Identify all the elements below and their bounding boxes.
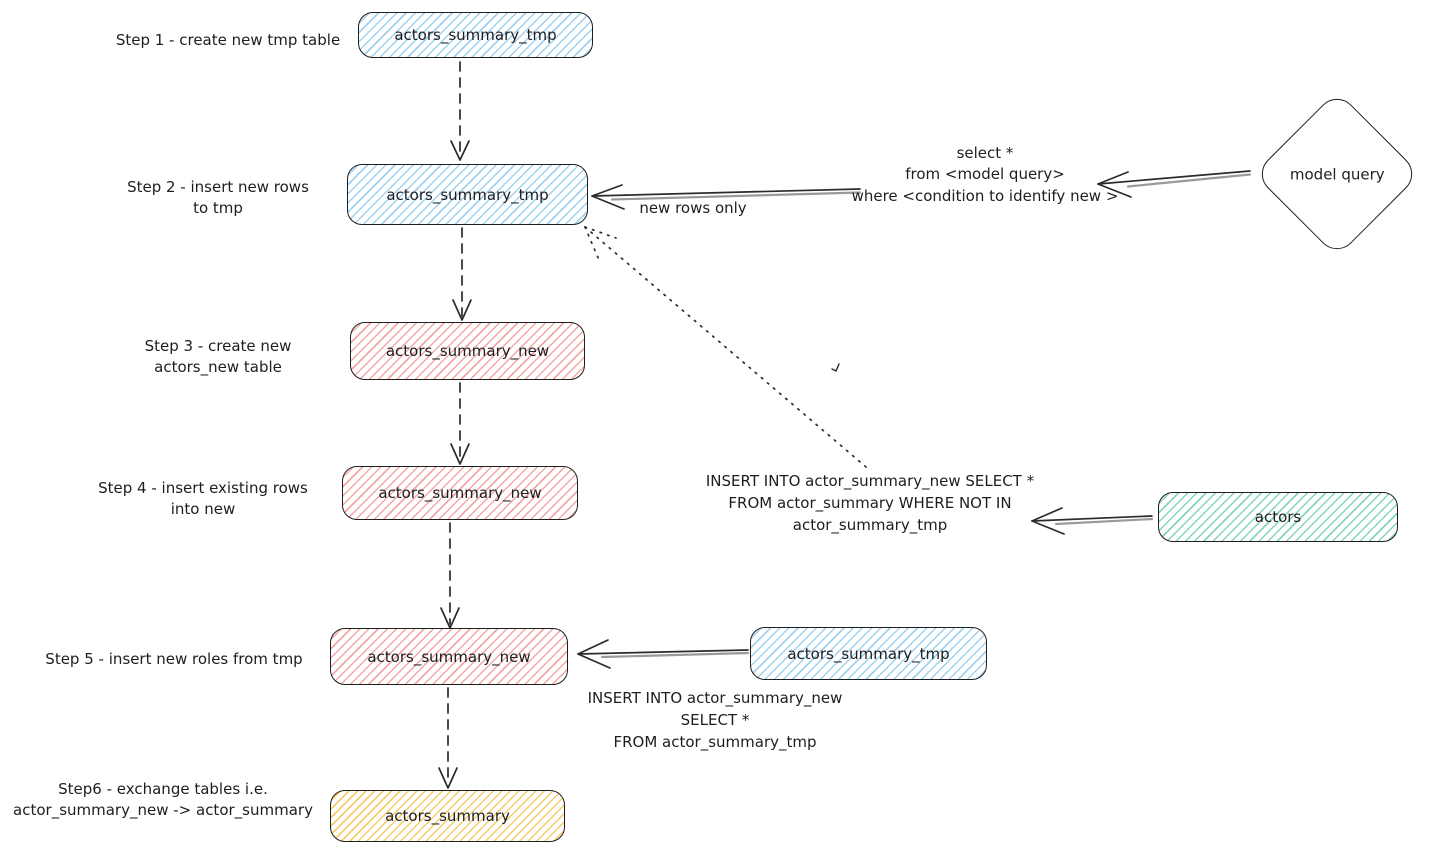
node-label: actors_summary [385, 807, 510, 825]
node-label: actors_summary_new [385, 342, 550, 360]
node-label: model query [1289, 165, 1385, 183]
step-5-label: Step 5 - insert new roles from tmp [45, 650, 303, 668]
arrow-tmp-to-step5 [577, 639, 750, 669]
node-step1-actors-summary-tmp: actors_summary_tmp [358, 12, 593, 58]
step-4-label: Step 4 - insert existing rows into new [98, 479, 308, 518]
node-step3-actors-summary-new: actors_summary_new [350, 322, 585, 380]
node-actors: actors [1158, 492, 1398, 542]
flow-arrow-step1-step2 [450, 61, 470, 161]
new-rows-only-annotation: new rows only [639, 199, 747, 217]
node-label: actors_summary_new [367, 647, 531, 666]
node-label: actors_summary_tmp [386, 185, 549, 204]
insert-existing-annotation: INSERT INTO actor_summary_new SELECT * F… [705, 472, 1035, 534]
node-step5-actors-summary-new: actors_summary_new [330, 628, 568, 685]
flow-arrow-step3-step4 [450, 382, 470, 465]
flow-arrow-step4-step5 [440, 522, 460, 629]
node-step4-actors-summary-new: actors_summary_new [342, 466, 578, 520]
node-model-query-diamond: model query [1253, 90, 1421, 258]
flow-arrow-step2-step3 [452, 227, 472, 321]
node-label: actors_summary_tmp [394, 26, 557, 44]
node-label: actors_summary_new [378, 484, 542, 502]
stray-mark [831, 363, 840, 372]
node-label: actors [1254, 508, 1302, 526]
select-query-annotation: select * from <model query> where <condi… [851, 144, 1119, 205]
node-step2-actors-summary-tmp: actors_summary_tmp [347, 164, 588, 225]
step-3-label: Step 3 - create new actors_new table [144, 337, 292, 376]
step-6-label: Step6 - exchange tables i.e. actor_summa… [13, 780, 313, 819]
node-step6-actors-summary: actors_summary [330, 790, 565, 842]
flow-arrow-step5-step6 [438, 687, 458, 789]
step-1-label: Step 1 - create new tmp table [115, 31, 341, 49]
node-label: actors_summary_tmp [787, 644, 950, 663]
step-2-label: Step 2 - insert new rows to tmp [127, 178, 309, 217]
insert-from-tmp-annotation: INSERT INTO actor_summary_new SELECT * F… [587, 689, 843, 751]
dotted-link-step2-to-insert [584, 226, 867, 468]
node-source-actors-summary-tmp: actors_summary_tmp [750, 627, 987, 680]
